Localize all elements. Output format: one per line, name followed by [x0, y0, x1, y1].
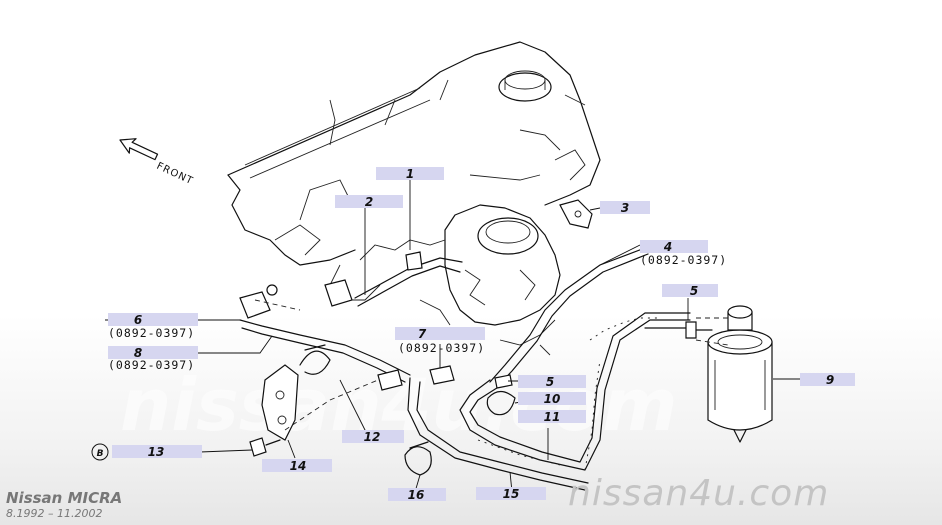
front-arrow-icon [119, 138, 159, 161]
callout-7-num: 7 [418, 327, 427, 341]
engine-block-drawing [227, 41, 601, 356]
small-parts-drawing [239, 199, 593, 476]
callout-16-num: 16 [408, 488, 425, 502]
brand-url: nissan4u.com [568, 473, 829, 514]
callout-11-num: 11 [544, 410, 561, 424]
callout-7-range: (0892-0397) [398, 341, 485, 355]
callout-3[interactable]: 3 [600, 201, 650, 215]
front-label: FRONT [155, 161, 195, 188]
callout-12-num: 12 [364, 430, 381, 444]
callout-10-num: 10 [544, 392, 561, 406]
callout-12[interactable]: 12 [342, 430, 404, 444]
callout-16[interactable]: 16 [388, 488, 446, 502]
callout-8-range: (0892-0397) [108, 358, 195, 372]
callout-5a[interactable]: 5 [662, 284, 718, 298]
callout-5b[interactable]: 5 [518, 375, 586, 389]
callout-7[interactable]: 7 (0892-0397) [395, 327, 485, 355]
callout-13-num: 13 [148, 445, 165, 459]
callout-8[interactable]: 8 (0892-0397) [108, 346, 198, 372]
callout-4-num: 4 [663, 240, 672, 254]
callout-13-marker: B [97, 449, 104, 459]
model-name: Nissan MICRA [6, 489, 122, 507]
callout-15[interactable]: 15 [476, 487, 546, 501]
callout-8-num: 8 [134, 346, 142, 360]
callout-1-num: 1 [406, 167, 414, 181]
callout-4-range: (0892-0397) [640, 253, 727, 267]
callout-13-marker-circle [91, 443, 109, 461]
callout-11[interactable]: 11 [518, 410, 586, 424]
callout-9[interactable]: 9 [800, 373, 855, 387]
callout-9-num: 9 [826, 373, 834, 387]
canister-drawing [707, 305, 773, 443]
callout-6-num: 6 [134, 313, 142, 327]
callout-2[interactable]: 2 [335, 195, 403, 209]
model-years: 8.1992 – 11.2002 [6, 507, 102, 520]
callout-6-range: (0892-0397) [108, 326, 195, 340]
callout-6[interactable]: 6 (0892-0397) [108, 313, 198, 340]
callout-5a-num: 5 [690, 284, 698, 298]
callout-15-num: 15 [503, 487, 520, 501]
callout-2-num: 2 [365, 195, 373, 209]
callout-5b-num: 5 [546, 375, 554, 389]
callout-1[interactable]: 1 [376, 167, 444, 181]
callout-3-num: 3 [621, 201, 629, 215]
callout-14[interactable]: 14 [262, 459, 332, 473]
callout-4[interactable]: 4 (0892-0397) [640, 240, 727, 267]
callout-13[interactable]: B 13 [91, 443, 202, 461]
callout-14-num: 14 [290, 459, 307, 473]
callout-10[interactable]: 10 [518, 392, 586, 406]
